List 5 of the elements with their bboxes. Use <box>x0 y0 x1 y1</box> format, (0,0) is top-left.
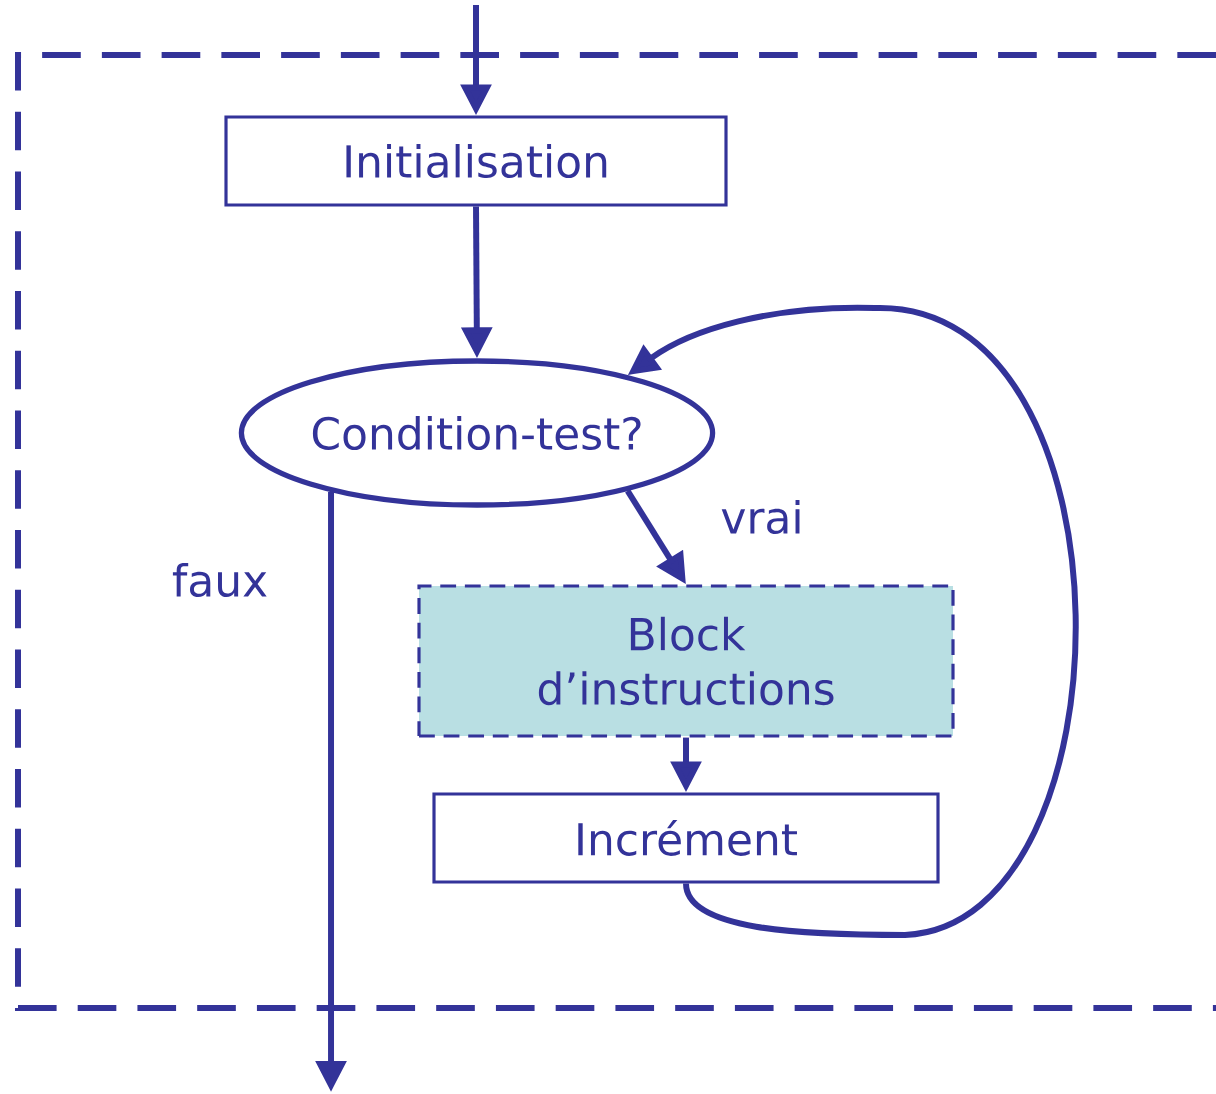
edge-label: faux <box>172 563 267 597</box>
edge-label: vrai <box>721 500 800 534</box>
process-box: Initialisation <box>224 115 728 207</box>
block-box: Block d’instructions <box>417 584 955 738</box>
process-box: Incrément <box>432 792 940 884</box>
